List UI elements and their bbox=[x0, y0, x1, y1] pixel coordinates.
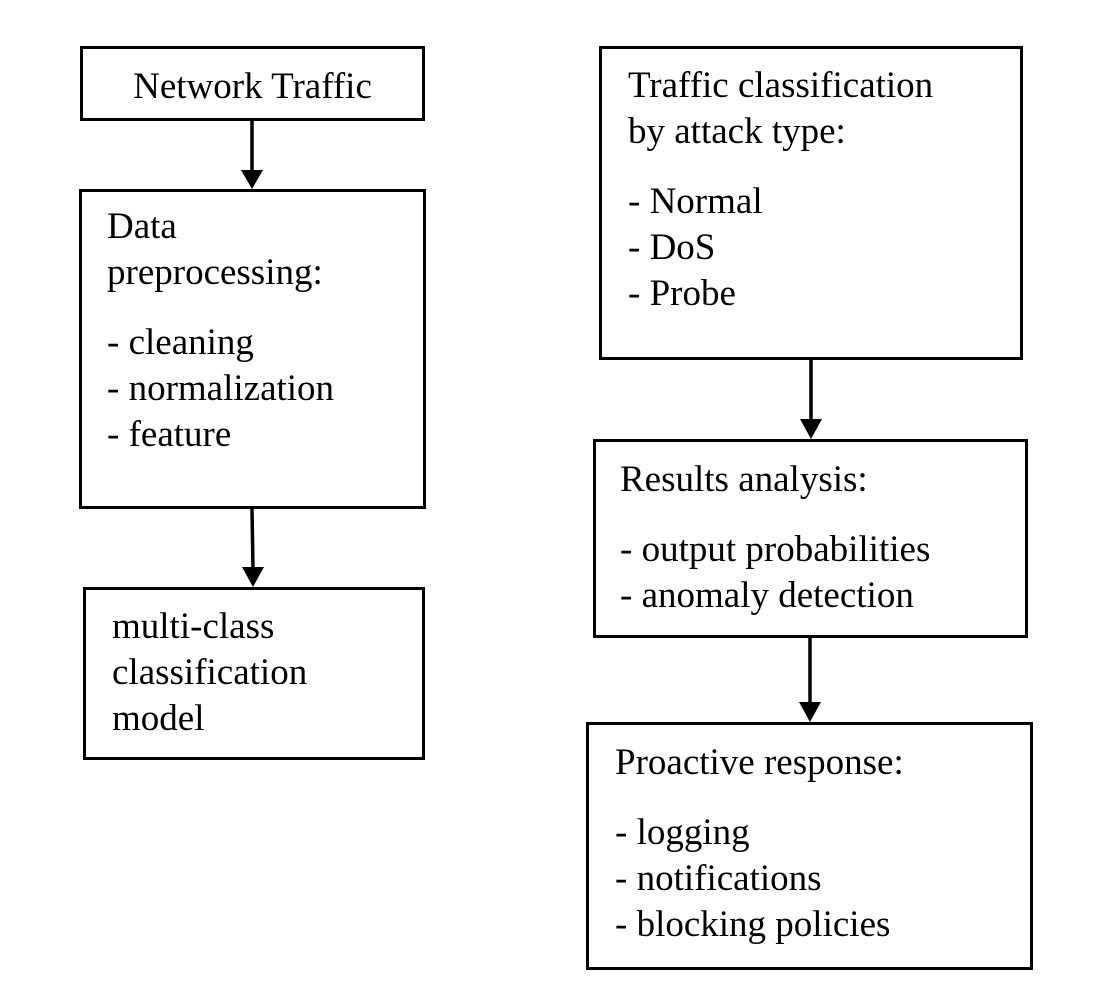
response-item: - notifications bbox=[615, 858, 822, 899]
classification-item: - DoS bbox=[628, 227, 716, 268]
model-label-line: classification bbox=[112, 652, 308, 693]
arrow-classification-to-results bbox=[800, 360, 822, 439]
traffic-classification-box: Traffic classification by attack type: -… bbox=[599, 46, 1023, 360]
data-preprocessing-box: Data preprocessing: - cleaning - normali… bbox=[79, 189, 426, 509]
preprocessing-item: - feature bbox=[107, 414, 232, 455]
arrow-traffic-to-preprocessing bbox=[241, 121, 263, 189]
response-item: - logging bbox=[615, 812, 750, 853]
results-title: Results analysis: bbox=[620, 459, 868, 500]
proactive-response-box: Proactive response: - logging - notifica… bbox=[586, 722, 1033, 970]
model-label-line: model bbox=[112, 698, 205, 739]
response-title: Proactive response: bbox=[615, 742, 904, 783]
results-analysis-box: Results analysis: - output probabilities… bbox=[593, 439, 1028, 638]
arrow-preprocessing-to-model bbox=[242, 508, 264, 587]
classification-item: - Probe bbox=[628, 273, 736, 314]
model-label-line: multi-class bbox=[112, 606, 275, 647]
network-traffic-box: Network Traffic bbox=[80, 46, 425, 121]
preprocessing-title-line1: Data bbox=[107, 206, 177, 247]
results-item: - anomaly detection bbox=[620, 575, 914, 616]
classification-title-line2: by attack type: bbox=[628, 111, 846, 152]
preprocessing-item: - normalization bbox=[107, 368, 335, 409]
preprocessing-item: - cleaning bbox=[107, 322, 254, 363]
results-item: - output probabilities bbox=[620, 529, 931, 570]
response-item: - blocking policies bbox=[615, 904, 891, 945]
classification-item: - Normal bbox=[628, 181, 763, 222]
classification-model-box: multi-class classification model bbox=[83, 587, 425, 760]
network-traffic-label: Network Traffic bbox=[133, 66, 372, 107]
classification-title-line1: Traffic classification bbox=[628, 65, 934, 106]
preprocessing-title-line2: preprocessing: bbox=[107, 252, 323, 293]
arrow-results-to-response bbox=[799, 638, 821, 722]
